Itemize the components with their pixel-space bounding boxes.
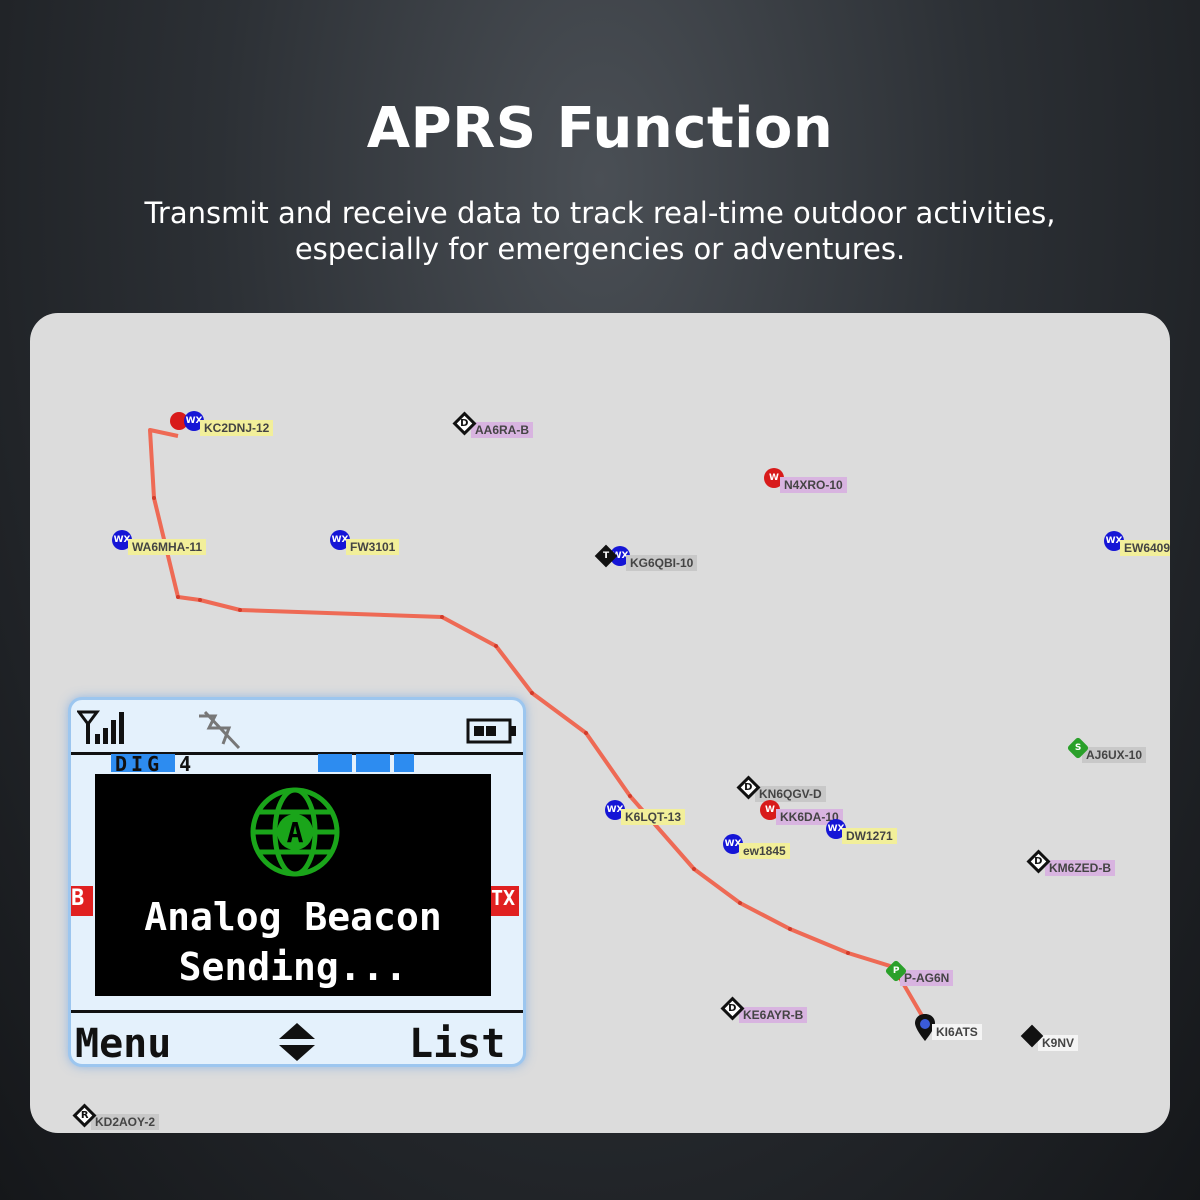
- subtitle-line-1: Transmit and receive data to track real-…: [144, 196, 1056, 230]
- station-kk6da[interactable]: W KK6DA-10: [760, 795, 843, 825]
- wx-icon: WX: [610, 546, 630, 566]
- station-label: KM6ZED-B: [1045, 860, 1115, 876]
- station-wa6mha[interactable]: WX WA6MHA-11: [112, 525, 207, 555]
- menu-softkey[interactable]: Menu: [75, 1021, 172, 1067]
- station-label: KG6QBI-10: [626, 555, 698, 571]
- station-label: KK6DA-10: [776, 809, 843, 825]
- popup-message: Analog Beacon Sending...: [95, 892, 491, 992]
- station-kc2dnj[interactable]: WX KC2DNJ-12: [170, 406, 274, 436]
- station-label: WA6MHA-11: [128, 539, 207, 555]
- red-w-icon: W: [760, 800, 780, 820]
- mode-label: DIG 4: [115, 752, 196, 776]
- gps-off-icon: [199, 710, 241, 750]
- station-label: N4XRO-10: [780, 477, 847, 493]
- wx-icon: WX: [1104, 531, 1124, 551]
- status-bar: [71, 700, 523, 755]
- station-kg6qbi[interactable]: T WX KG6QBI-10: [594, 541, 698, 571]
- station-label: FW3101: [346, 539, 400, 555]
- station-km6zed[interactable]: D KM6ZED-B: [1026, 846, 1115, 876]
- popup-line-1: Analog Beacon: [144, 895, 442, 939]
- station-ew640[interactable]: WX EW6409: [1104, 526, 1170, 556]
- popup-line-2: Sending...: [178, 945, 408, 989]
- station-aa6ra[interactable]: D AA6RA-B: [452, 408, 533, 438]
- mode-highlight: [111, 754, 175, 772]
- station-label: KN6QGV-D: [755, 786, 826, 802]
- location-pin-icon: [915, 1014, 935, 1041]
- signal-icon: [77, 710, 124, 744]
- station-label: P-AG6N: [900, 970, 954, 986]
- station-k6lqt[interactable]: WX K6LQT-13: [605, 795, 686, 825]
- wx-icon: WX: [605, 800, 625, 820]
- page-title: APRS Function: [366, 96, 834, 161]
- radio-display: DIG 4 B TX A Analog Beacon Sending... Me…: [68, 697, 526, 1067]
- svg-text:A: A: [287, 816, 304, 849]
- side-indicator-tx: TX: [491, 886, 519, 916]
- page-subtitle: Transmit and receive data to track real-…: [0, 195, 1200, 267]
- wx-icon: WX: [184, 411, 204, 431]
- station-label: K6LQT-13: [621, 809, 686, 825]
- channel-bars: [318, 754, 418, 776]
- softkey-bar: Menu List: [71, 1010, 523, 1067]
- station-label: AA6RA-B: [471, 422, 533, 438]
- wx-icon: WX: [112, 530, 132, 550]
- station-label: EW6409: [1120, 540, 1170, 556]
- station-fw3101[interactable]: WX FW3101: [330, 525, 400, 555]
- station-label: KI6ATS: [932, 1024, 982, 1040]
- station-label: KE6AYR-B: [739, 1007, 808, 1023]
- station-label: DW1271: [842, 828, 897, 844]
- station-n4xro[interactable]: W N4XRO-10: [764, 463, 847, 493]
- up-down-arrows-icon[interactable]: [277, 1021, 317, 1063]
- station-label: KD2AOY-2: [91, 1114, 160, 1130]
- wx-icon: WX: [826, 819, 846, 839]
- list-softkey[interactable]: List: [409, 1021, 506, 1067]
- station-aj6ux[interactable]: S AJ6UX-10: [1066, 733, 1147, 763]
- red-w-icon: W: [764, 468, 784, 488]
- station-label: KC2DNJ-12: [200, 420, 274, 436]
- wx-icon: WX: [723, 834, 743, 854]
- station-ew1845[interactable]: WX ew1845: [723, 829, 790, 859]
- beacon-popup: A Analog Beacon Sending...: [95, 774, 491, 996]
- track-route: [148, 428, 930, 1028]
- station-pag6n[interactable]: P P-AG6N: [884, 956, 954, 986]
- station-kn6qgv[interactable]: D KN6QGV-D: [736, 772, 826, 802]
- battery-icon: [466, 718, 516, 744]
- station-label: AJ6UX-10: [1082, 747, 1147, 763]
- aprs-globe-logo-icon: A: [250, 787, 340, 877]
- station-dw1271[interactable]: WX DW1271: [826, 814, 897, 844]
- station-kd2aoy[interactable]: R KD2AOY-2: [72, 1100, 160, 1130]
- spanish-flag-icon: [170, 412, 188, 430]
- station-ki6ats[interactable]: KI6ATS: [914, 1013, 982, 1043]
- station-k9nv[interactable]: K9NV: [1020, 1021, 1079, 1051]
- wx-icon: WX: [330, 530, 350, 550]
- station-label: ew1845: [739, 843, 790, 859]
- subtitle-line-2: especially for emergencies or adventures…: [294, 232, 906, 266]
- station-ke6ayr[interactable]: D KE6AYR-B: [720, 993, 808, 1023]
- station-label: K9NV: [1038, 1035, 1079, 1051]
- side-indicator-b: B: [71, 886, 93, 916]
